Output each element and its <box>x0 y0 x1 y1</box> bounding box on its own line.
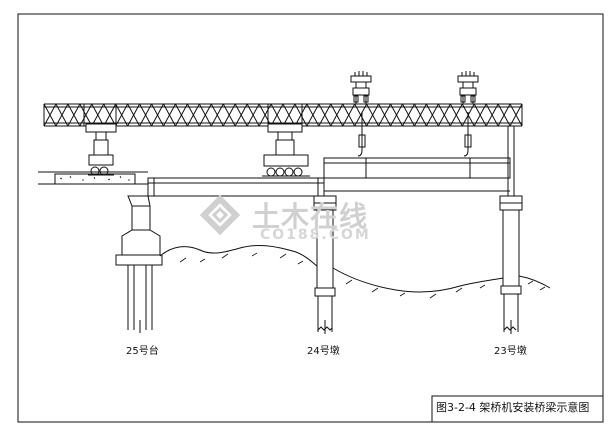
label-abutment-25: 25号台 <box>126 346 159 357</box>
truss-diagonal <box>306 103 320 127</box>
truss-diagonal <box>402 103 415 127</box>
approach-embankment <box>38 171 148 185</box>
crane-trolley-right <box>457 71 479 157</box>
truss-diagonal <box>151 103 164 127</box>
truss-diagonal <box>103 103 117 127</box>
front-leg <box>507 126 515 196</box>
truss-diagonal <box>127 103 141 127</box>
truss-diagonal <box>509 103 523 127</box>
truss-diagonal <box>294 103 308 127</box>
truss-diagonal <box>390 103 403 127</box>
truss-diagonal <box>210 103 224 127</box>
pier-23 <box>499 195 523 332</box>
middle-support-leg <box>262 123 310 177</box>
pier-24 <box>313 195 337 332</box>
abutment-25 <box>115 195 163 330</box>
suspended-beam <box>323 157 511 179</box>
truss-diagonal <box>186 103 200 127</box>
truss-diagonal <box>354 103 368 127</box>
truss-diagonal <box>425 103 439 127</box>
truss-diagonal <box>222 103 236 127</box>
truss-diagonal <box>318 103 332 127</box>
truss-diagonal <box>91 103 105 127</box>
truss-diagonal <box>449 103 463 127</box>
erected-beam <box>147 177 325 197</box>
truss-diagonal <box>485 103 499 127</box>
truss-diagonal <box>378 103 391 127</box>
truss-diagonal <box>55 103 69 127</box>
truss-diagonal <box>246 103 260 127</box>
truss-diagonal <box>163 103 176 127</box>
truss-diagonal <box>139 103 152 127</box>
truss-diagonal <box>366 103 380 127</box>
truss-diagonal <box>43 103 57 127</box>
rear-support-leg <box>85 123 117 176</box>
foundation-ticks <box>139 320 512 334</box>
truss-diagonal <box>270 103 284 127</box>
truss-diagonal <box>198 103 212 127</box>
title-block <box>431 395 604 423</box>
truss-diagonal <box>282 103 296 127</box>
label-pier-23: 23号墩 <box>494 346 527 357</box>
truss-diagonal <box>330 103 344 127</box>
truss-diagonal <box>342 103 356 127</box>
launching-truss <box>43 103 523 127</box>
ground-profile <box>159 244 551 299</box>
crane-trolley-left <box>350 71 372 157</box>
truss-diagonal <box>497 103 511 127</box>
truss-diagonal <box>175 103 188 127</box>
truss-diagonal <box>414 103 427 127</box>
truss-diagonal <box>79 103 93 127</box>
truss-diagonal <box>258 103 272 127</box>
figure-title: 图3-2-4 架桥机安装桥梁示意图 <box>436 401 590 414</box>
truss-diagonal <box>67 103 81 127</box>
truss-diagonal <box>115 103 129 127</box>
label-pier-24: 24号墩 <box>307 346 340 357</box>
drawing-border <box>17 13 604 423</box>
truss-diagonal <box>473 103 487 127</box>
truss-diagonal <box>234 103 248 127</box>
truss-diagonal <box>437 103 451 127</box>
